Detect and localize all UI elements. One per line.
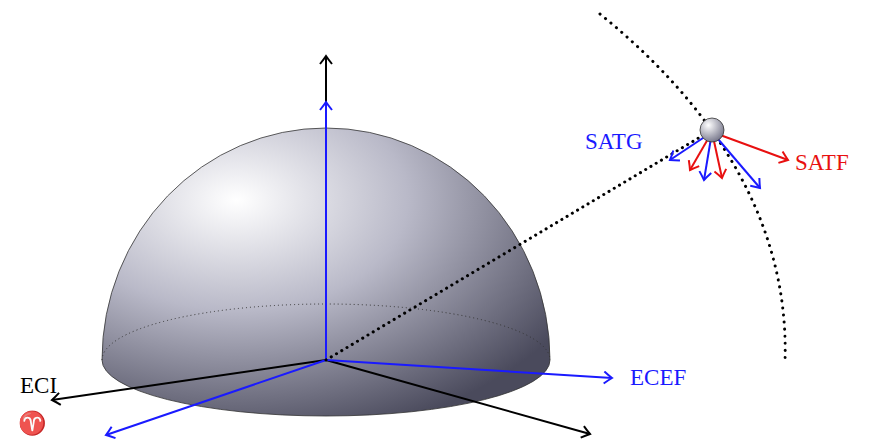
frame-label: SATF bbox=[795, 151, 849, 174]
ecef-z-axis bbox=[325, 102, 327, 360]
satellite bbox=[700, 118, 724, 142]
satf-axis bbox=[712, 132, 788, 160]
radius-line bbox=[326, 130, 712, 360]
eci-y-axis bbox=[326, 360, 590, 434]
eci-z-axis bbox=[325, 56, 327, 360]
frame-label: ♈ bbox=[18, 412, 47, 435]
eci-x-axis bbox=[52, 360, 326, 400]
orbit-path bbox=[600, 14, 785, 362]
ecef-x-axis bbox=[326, 360, 612, 378]
frame-label: ECI bbox=[20, 374, 57, 397]
frame-label: ECEF bbox=[630, 366, 686, 389]
frame-label: SATG bbox=[585, 130, 643, 153]
ecef-y-axis bbox=[106, 360, 326, 435]
